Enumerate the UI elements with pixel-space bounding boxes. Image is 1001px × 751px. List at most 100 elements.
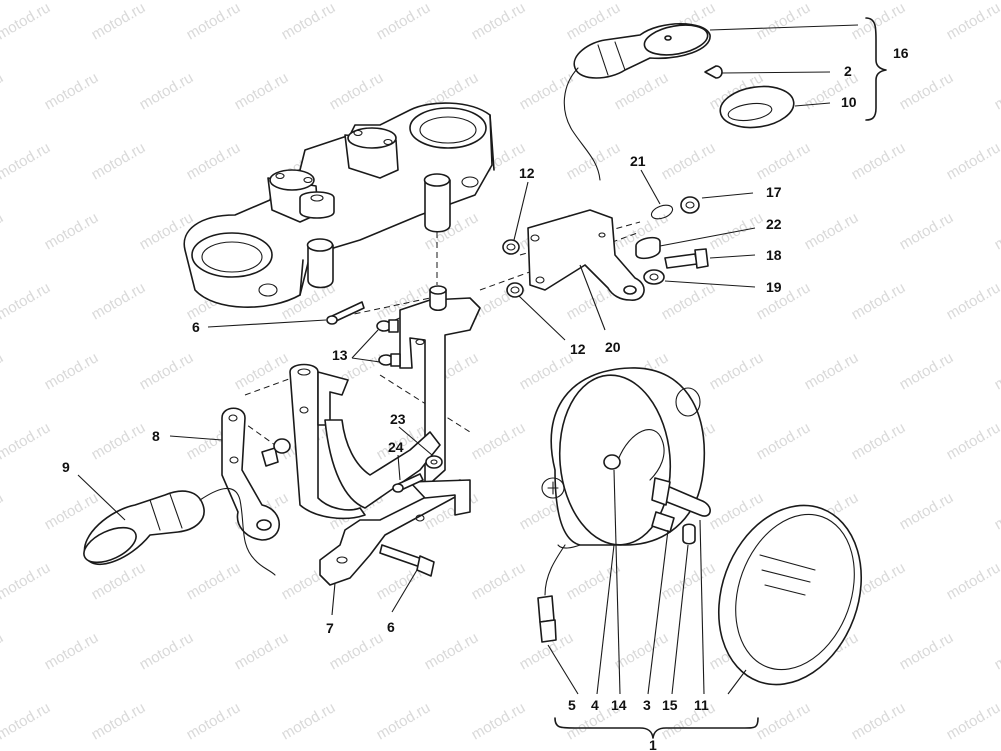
- lens-10: [719, 85, 795, 129]
- watermark-text: motod.ru: [659, 279, 719, 323]
- watermark-text: motod.ru: [944, 279, 1001, 323]
- watermark-text: motod.ru: [374, 0, 434, 43]
- bulb-2: [704, 65, 723, 79]
- watermark-text: motod.ru: [754, 139, 814, 183]
- watermark-text: motod.ru: [327, 69, 387, 113]
- watermark-text: motod.ru: [42, 69, 102, 113]
- watermark-text: motod.ru: [707, 349, 767, 393]
- watermark-text: motod.ru: [0, 559, 53, 603]
- watermark-text: motod.ru: [0, 349, 6, 393]
- nut-17: [680, 196, 700, 214]
- headlight-lens-11: [717, 504, 863, 686]
- turn-signal-bracket-8: [221, 407, 280, 541]
- spacer-12-lower: [506, 282, 524, 298]
- spacer-12-upper: [502, 239, 520, 255]
- watermark-text: motod.ru: [849, 419, 909, 463]
- watermark-text: motod.ru: [469, 0, 529, 43]
- watermark-text: motod.ru: [89, 139, 149, 183]
- watermark-text: motod.ru: [89, 279, 149, 323]
- watermark-text: motod.ru: [517, 349, 577, 393]
- watermark-text: motod.ru: [992, 209, 1001, 253]
- upper-triple-clamp: [183, 102, 495, 308]
- watermark-text: motod.ru: [184, 139, 244, 183]
- watermark-text: motod.ru: [42, 209, 102, 253]
- callout-11: 11: [694, 697, 709, 713]
- watermark-text: motod.ru: [89, 419, 149, 463]
- watermark-text: motod.ru: [232, 629, 292, 673]
- watermark-text: motod.ru: [469, 419, 529, 463]
- bulb-11: [651, 477, 711, 517]
- bolt-18: [664, 248, 709, 269]
- watermark-text: motod.ru: [89, 559, 149, 603]
- watermark-text: motod.ru: [327, 629, 387, 673]
- watermark-text: motod.ru: [612, 629, 672, 673]
- watermark-text: motod.ru: [137, 69, 197, 113]
- callout-4: 4: [591, 697, 599, 713]
- callout-10: 10: [841, 94, 857, 110]
- turn-signal-16: [563, 22, 711, 181]
- callout-23: 23: [390, 411, 406, 427]
- watermark-text: motod.ru: [849, 0, 909, 43]
- turn-signal-bracket-20: [527, 209, 645, 301]
- callout-5: 5: [568, 697, 576, 713]
- watermark-text: motod.ru: [0, 0, 53, 43]
- watermark-text: motod.ru: [944, 139, 1001, 183]
- o-ring-21: [650, 204, 674, 220]
- headlight-shell-4: [541, 367, 706, 549]
- callout-17: 17: [766, 184, 782, 200]
- watermark-text: motod.ru: [992, 349, 1001, 393]
- callout-19: 19: [766, 279, 782, 295]
- callout-1: 1: [649, 737, 657, 751]
- watermark-text: motod.ru: [42, 349, 102, 393]
- watermark-text: motod.ru: [897, 629, 957, 673]
- bolt-24: [392, 473, 424, 493]
- callout-21: 21: [630, 153, 646, 169]
- watermark-text: motod.ru: [469, 559, 529, 603]
- group-brace-16: [865, 17, 887, 121]
- callout-6a: 6: [192, 319, 200, 335]
- turn-signal-9: [83, 488, 276, 576]
- watermark-text: motod.ru: [42, 489, 102, 533]
- watermark-text: motod.ru: [137, 629, 197, 673]
- watermark-text: motod.ru: [42, 629, 102, 673]
- watermark-text: motod.ru: [0, 209, 6, 253]
- callout-12b: 12: [570, 341, 586, 357]
- watermark-text: motod.ru: [897, 209, 957, 253]
- watermark-text: motod.ru: [849, 279, 909, 323]
- watermark-text: motod.ru: [754, 279, 814, 323]
- grommet-22: [635, 236, 661, 260]
- watermark-text: motod.ru: [564, 559, 624, 603]
- leader-lines: [77, 24, 859, 695]
- watermark-text: motod.ru: [232, 349, 292, 393]
- watermark-text: motod.ru: [849, 139, 909, 183]
- watermark-text: motod.ru: [897, 489, 957, 533]
- watermark-text: motod.ru: [279, 699, 339, 743]
- bulb-holder-3: [651, 511, 675, 533]
- callout-18: 18: [766, 247, 782, 263]
- bolt-6-lower: [379, 544, 435, 577]
- watermark-text: motod.ru: [184, 699, 244, 743]
- watermark-text: motod.ru: [802, 209, 862, 253]
- washer-nut-13: [376, 319, 401, 367]
- bolt-6-top: [326, 301, 365, 325]
- watermark-text: motod.ru: [754, 0, 814, 43]
- callout-6b: 6: [387, 619, 395, 635]
- watermark-text: motod.ru: [564, 139, 624, 183]
- watermark-text: motod.ru: [184, 0, 244, 43]
- watermark-text: motod.ru: [944, 559, 1001, 603]
- callout-16: 16: [893, 45, 909, 61]
- callout-24: 24: [388, 439, 404, 455]
- watermark-text: motod.ru: [137, 349, 197, 393]
- watermark-text: motod.ru: [0, 699, 53, 743]
- watermark-text: motod.ru: [0, 489, 6, 533]
- watermark-text: motod.ru: [992, 489, 1001, 533]
- watermark-text: motod.ru: [944, 0, 1001, 43]
- callout-14: 14: [611, 697, 627, 713]
- watermark-text: motod.ru: [897, 349, 957, 393]
- watermark-text: motod.ru: [612, 69, 672, 113]
- headlight-mount-bracket: [399, 285, 481, 489]
- watermark-text: motod.ru: [184, 559, 244, 603]
- watermark-text: motod.ru: [849, 699, 909, 743]
- callout-2: 2: [844, 63, 852, 79]
